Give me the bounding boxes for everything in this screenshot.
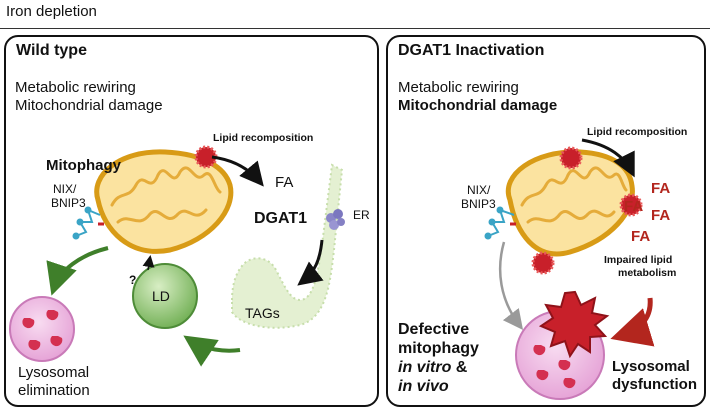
- arrow-mito-to-lysosome: [46, 246, 109, 296]
- dgat1-protein-icon: [326, 209, 345, 230]
- mitochondrial-damage-label: Mitochondrial damage: [15, 97, 163, 114]
- in-vitro-line: in vitro &: [398, 358, 467, 377]
- lipid-recomposition-label: Lipid recomposition: [213, 132, 314, 144]
- receptor-icon-right: [484, 206, 516, 240]
- mitochondrial-damage-label-right: Mitochondrial damage: [398, 97, 558, 114]
- in-vivo-text: in vivo: [398, 378, 449, 395]
- lipid-recomposition-label-right: Lipid recomposition: [587, 126, 688, 138]
- mitochondrion-left: [94, 149, 234, 254]
- lysosomal-dysfunction-line2: dysfunction: [612, 376, 697, 393]
- impaired-lipid-line2: metabolism: [618, 267, 677, 279]
- arrow-fa-to-tags: [297, 239, 324, 286]
- fa-label-red-2: FA: [624, 198, 644, 215]
- fa-label-red-1: FA: [651, 180, 671, 197]
- damage-burst-icon: [538, 290, 610, 359]
- fa-label-red-4: FA: [631, 228, 651, 245]
- ld-label: LD: [152, 288, 170, 304]
- defective-mitophagy-line2: mitophagy: [398, 340, 479, 357]
- title-divider: [0, 28, 710, 29]
- defective-mitophagy-line1: Defective: [398, 321, 470, 338]
- dgat1-label: DGAT1: [254, 210, 308, 227]
- lysosomal-dysfunction-line1: Lysosomal: [612, 358, 690, 375]
- arrow-ld-to-mito: [142, 255, 155, 271]
- receptor-icon-left: [72, 206, 104, 240]
- arrow-damage-to-fa-right: [581, 138, 635, 178]
- receptor-label-line2: BNIP3: [51, 196, 86, 210]
- fa-label-red-3: FA: [651, 207, 671, 224]
- arrow-impaired-to-lysosome: [610, 297, 655, 347]
- er-label: ER: [353, 208, 370, 222]
- damage-spots-right: [531, 146, 643, 275]
- panel-title-wild-type: Wild type: [16, 42, 87, 59]
- tags-label: TAGs: [245, 305, 280, 321]
- lipid-droplet: [132, 263, 198, 329]
- in-vitro-text: in vitro: [398, 359, 452, 376]
- lysosomal-elimination-line1: Lysosomal: [18, 364, 90, 381]
- receptor-label-line1: NIX/: [53, 182, 77, 196]
- arrow-er-to-ld: [183, 335, 241, 367]
- panel-dgat1-inactivation: [386, 35, 706, 407]
- lysosome-left: [9, 296, 75, 362]
- impaired-lipid-line1: Impaired lipid: [604, 254, 673, 266]
- arrow-damage-to-fa: [211, 155, 264, 187]
- mitophagy-label: Mitophagy: [46, 157, 121, 174]
- panel-title-dgat1-inactivation: DGAT1 Inactivation: [398, 42, 545, 59]
- mitochondrion-right: [505, 149, 635, 257]
- receptor-label-right-line1: NIX/: [467, 183, 491, 197]
- question-mark: ?: [129, 273, 137, 287]
- page-title: Iron depletion: [6, 3, 97, 20]
- in-vivo-line: in vivo: [398, 377, 449, 396]
- fa-label: FA: [275, 174, 294, 191]
- ampersand-text: &: [451, 359, 468, 376]
- lysosomal-elimination-line2: elimination: [18, 382, 90, 399]
- metabolic-rewiring-label: Metabolic rewiring: [15, 79, 136, 96]
- metabolic-rewiring-label-right: Metabolic rewiring: [398, 79, 519, 96]
- arrow-mito-to-lysosome-right: [498, 241, 524, 330]
- receptor-label-right-line2: BNIP3: [461, 197, 496, 211]
- panel-wild-type: [4, 35, 379, 407]
- er-left: [231, 163, 344, 329]
